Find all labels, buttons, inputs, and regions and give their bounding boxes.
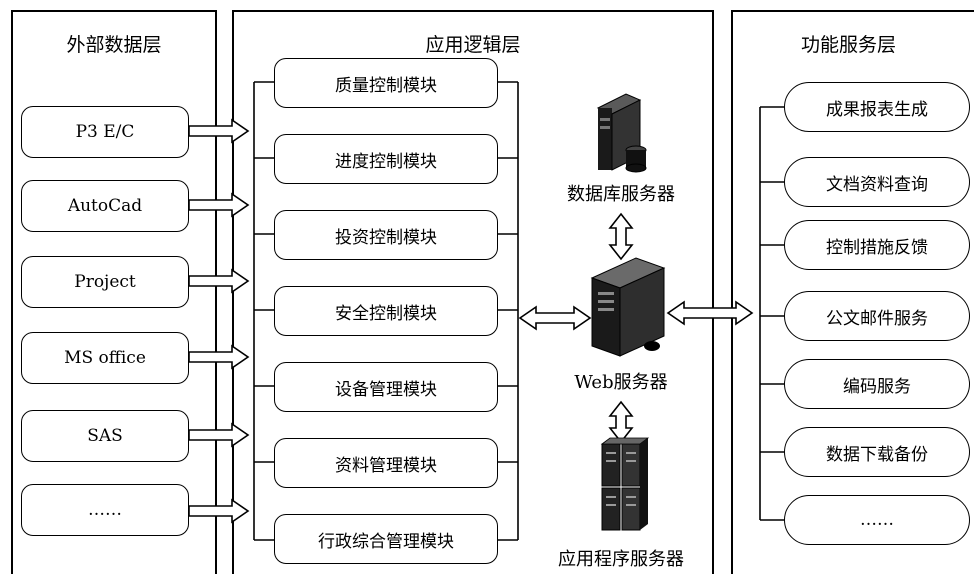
double-arrow-db-web xyxy=(608,212,634,261)
module-document-management: 资料管理模块 xyxy=(274,438,498,488)
arrow-right-1 xyxy=(188,118,250,144)
external-item-project: Project xyxy=(21,256,189,308)
service-more: …… xyxy=(784,495,970,545)
service-control-feedback: 控制措施反馈 xyxy=(784,220,970,270)
app-server-label: 应用程序服务器 xyxy=(558,549,684,570)
double-arrow-web-app xyxy=(608,400,634,444)
arrow-right-4 xyxy=(188,344,250,370)
logic-layer-title: 应用逻辑层 xyxy=(425,34,521,56)
arrow-right-2 xyxy=(188,192,250,218)
double-arrow-logic-web xyxy=(518,305,592,331)
service-report-generation: 成果报表生成 xyxy=(784,82,970,132)
double-arrow-web-service xyxy=(666,300,754,326)
module-equipment-management: 设备管理模块 xyxy=(274,362,498,412)
external-item-ms-office: MS office xyxy=(21,332,189,384)
app-server-icon xyxy=(600,437,650,531)
service-document-query: 文档资料查询 xyxy=(784,157,970,207)
module-schedule-control: 进度控制模块 xyxy=(274,134,498,184)
service-coding: 编码服务 xyxy=(784,359,970,409)
service-data-backup: 数据下载备份 xyxy=(784,427,970,477)
arrow-right-6 xyxy=(188,498,250,524)
web-server-label: Web服务器 xyxy=(574,372,668,393)
module-investment-control: 投资控制模块 xyxy=(274,210,498,260)
external-item-more: …… xyxy=(21,484,189,536)
external-item-sas: SAS xyxy=(21,410,189,462)
module-admin-management: 行政综合管理模块 xyxy=(274,514,498,564)
arrow-right-5 xyxy=(188,422,250,448)
external-layer-title: 外部数据层 xyxy=(66,34,162,56)
module-quality-control: 质量控制模块 xyxy=(274,58,498,108)
service-layer-title: 功能服务层 xyxy=(800,34,896,56)
web-server-icon xyxy=(590,257,666,357)
module-safety-control: 安全控制模块 xyxy=(274,286,498,336)
database-server-icon xyxy=(596,93,647,173)
service-official-mail: 公文邮件服务 xyxy=(784,291,970,341)
database-server-label: 数据库服务器 xyxy=(567,184,675,205)
arrow-right-3 xyxy=(188,268,250,294)
external-item-p3ec: P3 E/C xyxy=(21,106,189,158)
external-item-autocad: AutoCad xyxy=(21,180,189,232)
